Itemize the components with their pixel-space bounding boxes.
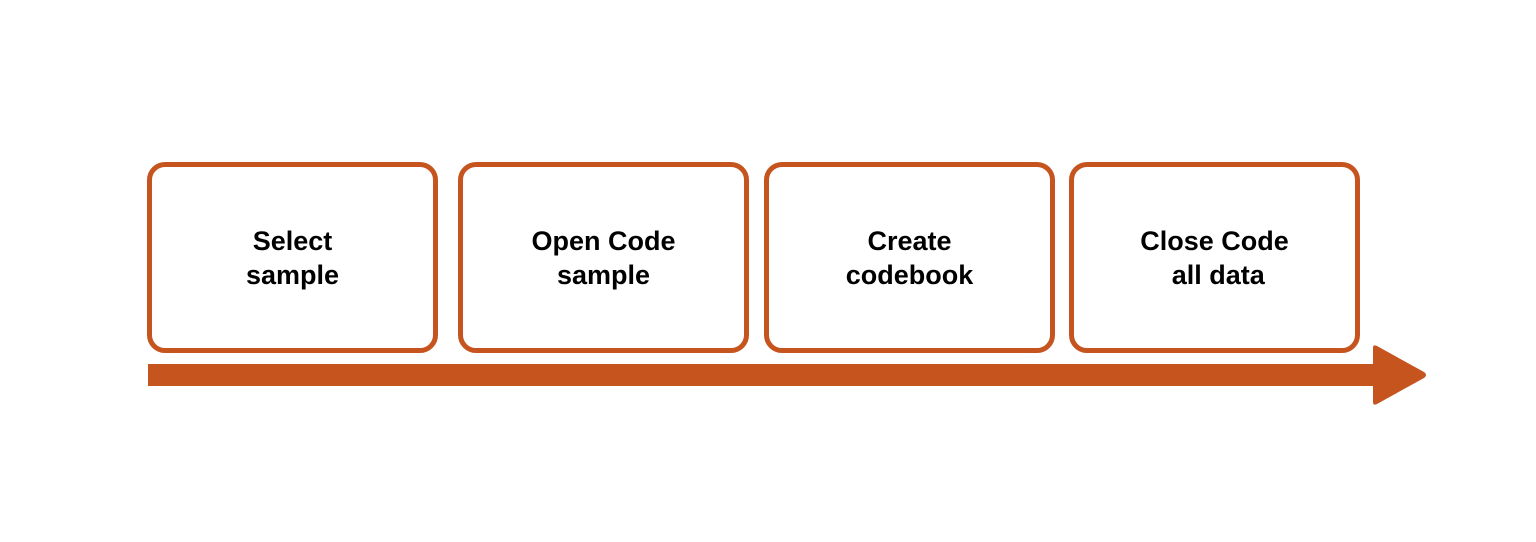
step-box-open-code-sample: Open Code sample — [458, 162, 749, 353]
arrow-head-icon — [1373, 345, 1426, 405]
step-box-create-codebook: Create codebook — [764, 162, 1055, 353]
step-box-close-code-all-data: Close Code all data — [1069, 162, 1360, 353]
step-label-line2: sample — [245, 259, 340, 290]
arrow-shaft — [148, 364, 1378, 386]
step-label-line1: Open Code — [531, 225, 676, 256]
step-label-line2: all data — [1164, 259, 1265, 290]
step-label-line2: sample — [556, 259, 651, 290]
step-label-line1: Close Code — [1140, 225, 1289, 256]
step-label-line2: codebook — [845, 259, 974, 290]
step-label-line1: Create — [867, 225, 952, 256]
step-label-line1: Select — [252, 225, 333, 256]
step-box-select-sample: Select sample — [147, 162, 438, 353]
